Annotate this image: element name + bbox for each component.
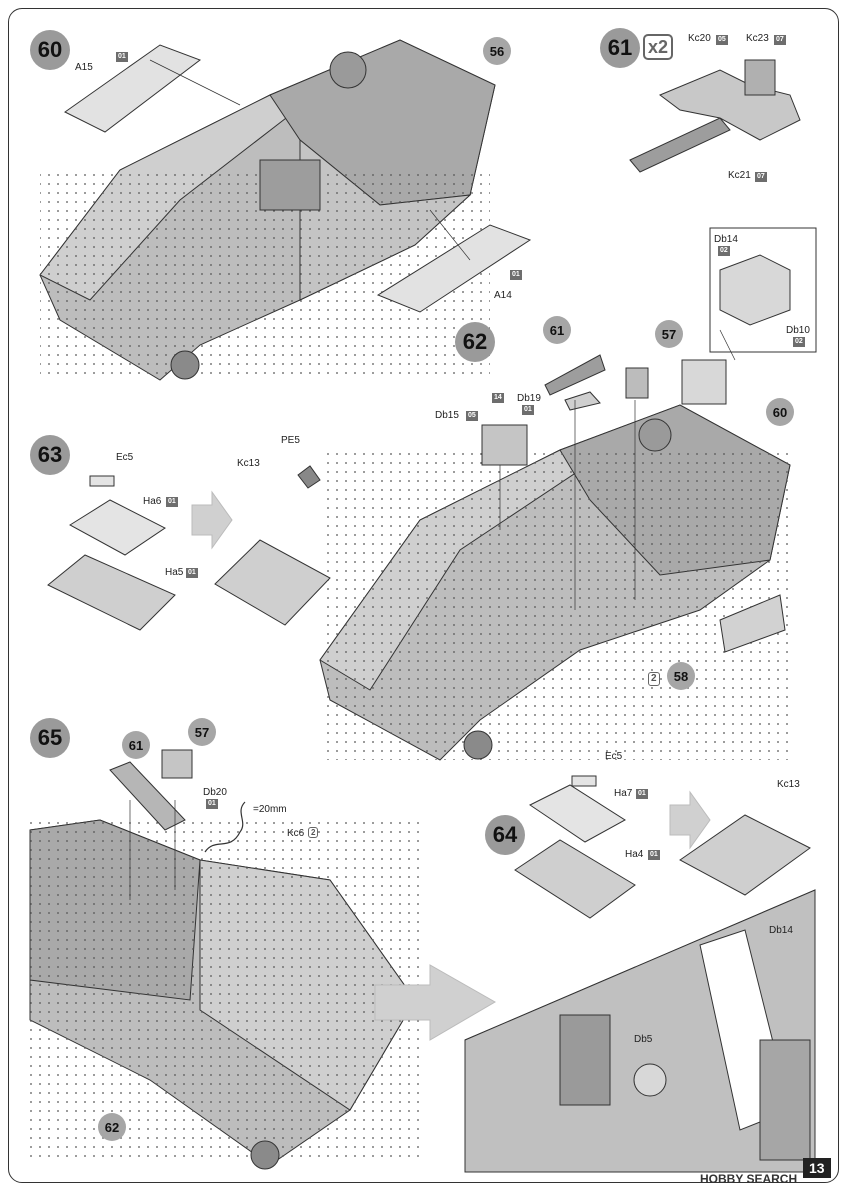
label-ha7: Ha7 bbox=[614, 788, 633, 799]
step-65-ref-61: 61 bbox=[122, 731, 150, 759]
step-64-number: 64 bbox=[485, 815, 525, 855]
sprue-db20: 01 bbox=[206, 799, 218, 809]
step-65-number: 65 bbox=[30, 718, 70, 758]
label-db19: Db19 bbox=[517, 393, 541, 404]
step-65-ref-62: 62 bbox=[98, 1113, 126, 1141]
label-pe5: PE5 bbox=[281, 435, 300, 446]
label-ec5-64: Ec5 bbox=[605, 751, 623, 762]
label-ha6: Ha6 bbox=[143, 496, 162, 507]
sprue-ha7: 01 bbox=[636, 789, 648, 799]
label-kc21: Kc21 bbox=[728, 170, 751, 181]
label-ha5: Ha5 bbox=[165, 567, 184, 578]
label-db14-detail: Db14 bbox=[769, 925, 793, 936]
label-db10: Db10 bbox=[786, 325, 810, 336]
step-60-hull bbox=[39, 39, 496, 381]
sprue-kc23: 07 bbox=[774, 35, 786, 45]
label-kc6: Kc6 bbox=[287, 828, 305, 839]
step-62-ref-60: 60 bbox=[766, 398, 794, 426]
arrow-63 bbox=[191, 490, 233, 550]
step-65-ref-57: 57 bbox=[188, 718, 216, 746]
sprue-ha6: 01 bbox=[166, 497, 178, 507]
step-63-number: 63 bbox=[30, 435, 70, 475]
sprue-db10: 02 bbox=[793, 337, 805, 347]
label-kc23: Kc23 bbox=[746, 33, 769, 44]
label-a14: A14 bbox=[494, 290, 512, 301]
label-db15: Db15 bbox=[435, 410, 459, 421]
sprue-db14: 02 bbox=[718, 246, 730, 256]
sprue-ha5: 01 bbox=[186, 568, 198, 578]
sprue-a14: 01 bbox=[510, 270, 522, 280]
sprue-a15: 01 bbox=[116, 52, 128, 62]
watermark: HOBBY SEARCH bbox=[700, 1172, 798, 1186]
label-wire-length: =20mm bbox=[253, 804, 287, 815]
label-ec5: Ec5 bbox=[116, 452, 134, 463]
step-62-multiplier: 2 bbox=[648, 672, 660, 686]
kc6-multiplier: 2 bbox=[308, 827, 319, 838]
label-a15: A15 bbox=[75, 62, 93, 73]
step-62-ref-58: 58 bbox=[667, 662, 695, 690]
label-kc20: Kc20 bbox=[688, 33, 711, 44]
step-65-hull bbox=[29, 749, 420, 1170]
sprue-kc20: 05 bbox=[716, 35, 728, 45]
step-60-ref-56: 56 bbox=[483, 37, 511, 65]
label-kc13-64: Kc13 bbox=[777, 779, 800, 790]
step-60-number: 60 bbox=[30, 30, 70, 70]
step-62-ref-61: 61 bbox=[543, 316, 571, 344]
label-db14-inset: Db14 bbox=[714, 234, 738, 245]
step-62-hull bbox=[319, 354, 791, 761]
step-65-detail-inset bbox=[464, 889, 816, 1173]
label-kc13-63: Kc13 bbox=[237, 458, 260, 469]
label-ha4: Ha4 bbox=[625, 849, 644, 860]
sprue-ha4: 01 bbox=[648, 850, 660, 860]
step-61-multiplier: x2 bbox=[643, 34, 674, 60]
part-a15-plate bbox=[64, 44, 202, 133]
sprue-db15: 05 bbox=[466, 411, 478, 421]
step-61-number: 61 bbox=[600, 28, 640, 68]
step-64-assembly bbox=[514, 775, 811, 919]
step-62-ref-57: 57 bbox=[655, 320, 683, 348]
step-61-machine-gun bbox=[629, 59, 801, 173]
step-63-assembly bbox=[47, 465, 331, 631]
step-62-number: 62 bbox=[455, 322, 495, 362]
page-number: 13 bbox=[803, 1158, 831, 1178]
sprue-db15-top: 14 bbox=[492, 393, 504, 403]
part-a14-plate bbox=[376, 224, 532, 313]
sprue-db19: 01 bbox=[522, 405, 534, 415]
sprue-kc21: 07 bbox=[755, 172, 767, 182]
page-frame bbox=[8, 8, 839, 1183]
label-db20: Db20 bbox=[203, 787, 227, 798]
arrow-65 bbox=[374, 964, 497, 1041]
label-db5: Db5 bbox=[634, 1034, 653, 1045]
arrow-64 bbox=[669, 790, 711, 850]
